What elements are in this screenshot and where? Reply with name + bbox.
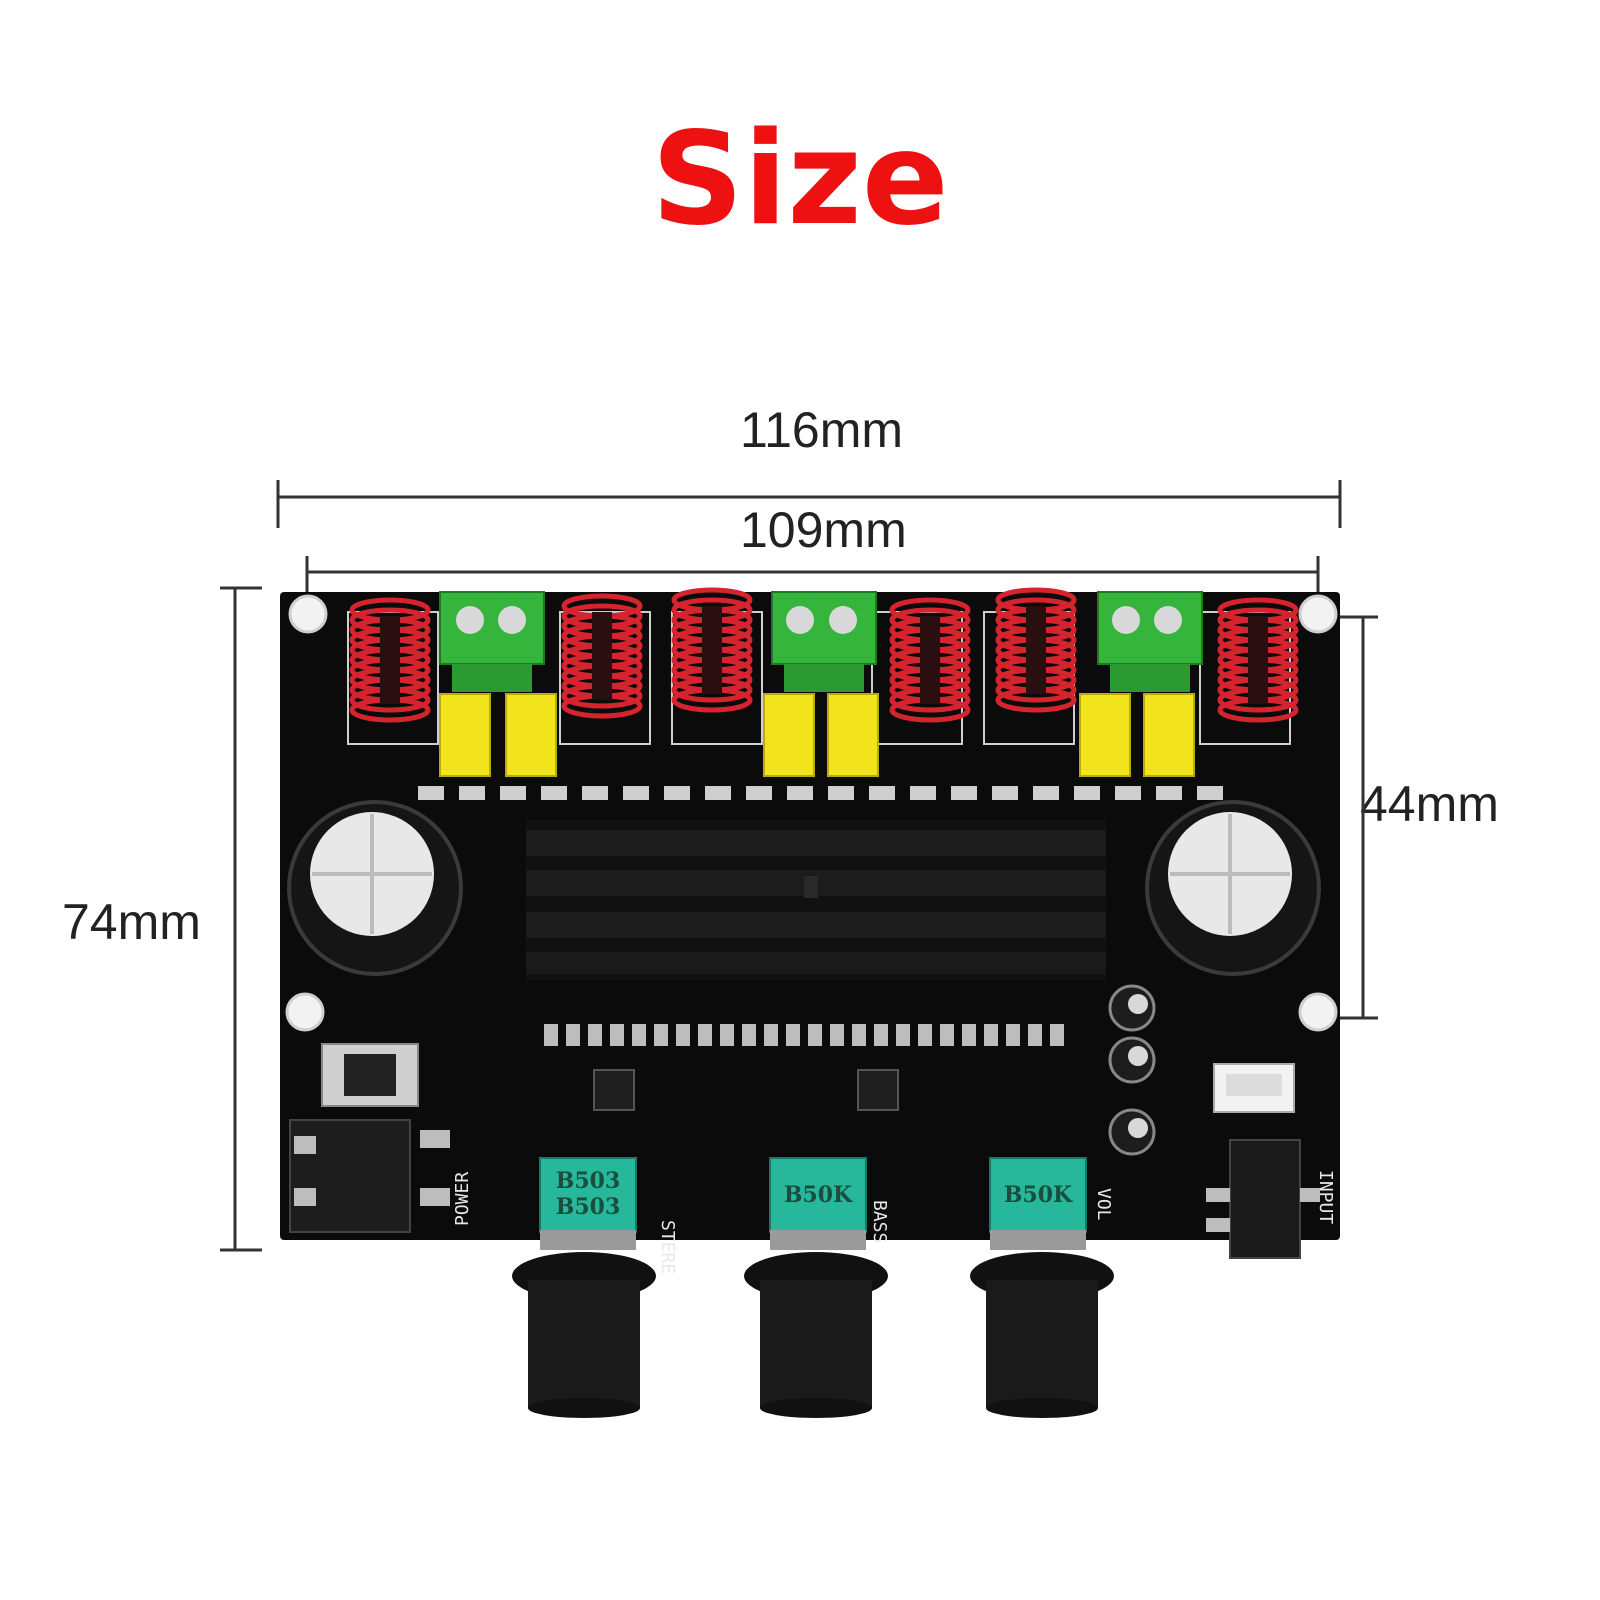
pot-label-bass: B50K — [784, 1182, 853, 1208]
smd-part — [720, 1024, 734, 1046]
smd-part — [541, 786, 567, 800]
inductor-4 — [889, 597, 971, 723]
power-jack — [289, 1043, 450, 1233]
electrolytic-cap-left — [287, 800, 463, 976]
potentiometer-bass: B50K — [769, 1157, 867, 1250]
film-capacitors — [439, 693, 1195, 777]
outer-width-label: 116mm — [740, 402, 904, 458]
smd-part — [786, 1024, 800, 1046]
smd-part — [1006, 1024, 1020, 1046]
electrolytic-cap-right — [1145, 800, 1321, 976]
smd-part — [1074, 786, 1100, 800]
smd-part — [787, 786, 813, 800]
label-power: POWER — [452, 1172, 473, 1226]
inductor-1 — [349, 597, 431, 723]
smd-part — [830, 1024, 844, 1046]
smd-part — [664, 786, 690, 800]
smd-part — [940, 1024, 954, 1046]
hole-height-label: 44mm — [1360, 776, 1499, 832]
smd-part — [418, 786, 444, 800]
smd-part — [705, 786, 731, 800]
terminal-blocks — [439, 591, 1203, 692]
label-stereo: STERE — [657, 1220, 678, 1274]
smd-part — [623, 786, 649, 800]
smd-part — [676, 1024, 690, 1046]
page-title: Size — [651, 105, 949, 254]
terminal-block-left — [439, 591, 545, 692]
smd-part — [1197, 786, 1223, 800]
smd-part — [544, 1024, 558, 1046]
smd-part — [746, 786, 772, 800]
inductors — [349, 587, 1299, 723]
terminal-block-middle — [771, 591, 877, 692]
height-label: 74mm — [62, 894, 201, 950]
smd-part — [1033, 786, 1059, 800]
smd-part — [852, 1024, 866, 1046]
smd-part — [1050, 1024, 1064, 1046]
terminal-block-right — [1097, 591, 1203, 692]
smd-part — [654, 1024, 668, 1046]
smd-part — [582, 786, 608, 800]
knob-bass — [744, 1252, 888, 1418]
inductor-5 — [995, 587, 1077, 713]
label-input: INPUT — [1315, 1170, 1336, 1224]
smd-part — [896, 1024, 910, 1046]
pot-label-vol: B50K — [1004, 1182, 1073, 1208]
smd-part — [588, 1024, 602, 1046]
smd-part — [742, 1024, 756, 1046]
potentiometer-stereo: B503 B503 — [539, 1157, 637, 1250]
heatsink — [526, 820, 1106, 980]
smd-part — [632, 1024, 646, 1046]
inductor-3 — [671, 587, 753, 713]
smd-part — [566, 1024, 580, 1046]
smd-part — [874, 1024, 888, 1046]
smd-part — [984, 1024, 998, 1046]
smd-part — [764, 1024, 778, 1046]
audio-input-jack — [1206, 1139, 1320, 1259]
smd-part — [869, 786, 895, 800]
label-vol: VOL — [1093, 1188, 1114, 1221]
smd-part — [1028, 1024, 1042, 1046]
smd-part — [808, 1024, 822, 1046]
smd-part — [918, 1024, 932, 1046]
smd-part — [500, 786, 526, 800]
smd-part — [992, 786, 1018, 800]
potentiometer-vol: B50K — [989, 1157, 1087, 1250]
op-amp-ics — [593, 1069, 899, 1111]
smd-part — [1115, 786, 1141, 800]
smd-part — [951, 786, 977, 800]
pot-label-stereo-1: B503 — [556, 1168, 621, 1194]
smd-part — [962, 1024, 976, 1046]
smd-component-row — [418, 786, 1223, 1046]
smd-part — [698, 1024, 712, 1046]
dimension-lines — [220, 480, 1378, 1252]
label-bass: BASS — [869, 1200, 890, 1243]
smd-part — [459, 786, 485, 800]
knob-stereo — [512, 1252, 656, 1418]
smd-part — [1156, 786, 1182, 800]
smd-part — [910, 786, 936, 800]
smd-part — [828, 786, 854, 800]
inductor-2 — [561, 593, 643, 719]
smd-part — [610, 1024, 624, 1046]
knob-vol — [970, 1252, 1114, 1418]
mounting-holes — [285, 594, 1338, 1032]
inductor-6 — [1217, 597, 1299, 723]
pot-label-stereo-2: B503 — [556, 1194, 621, 1220]
hole-width-label: 109mm — [740, 502, 907, 558]
input-connector — [1213, 1063, 1295, 1113]
